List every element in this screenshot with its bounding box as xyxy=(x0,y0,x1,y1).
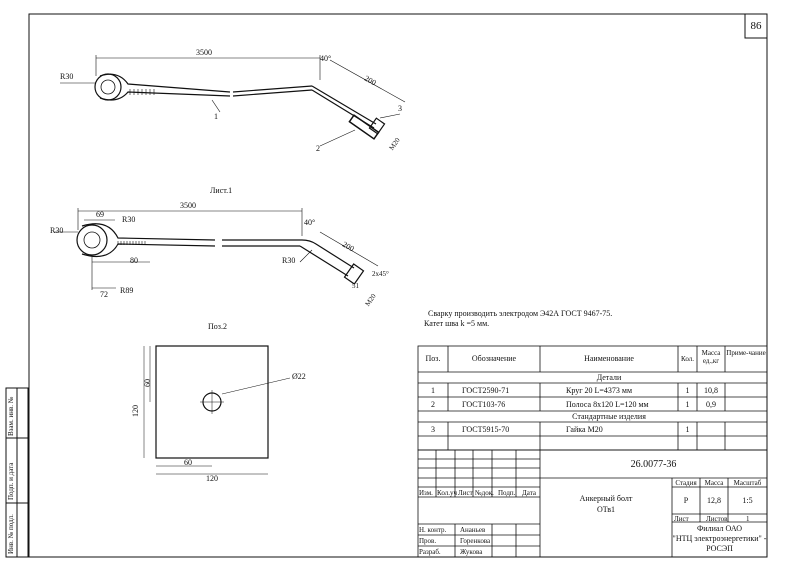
side-stamp-2: Подп. и дата xyxy=(7,462,15,500)
figure1-anchor-bolt xyxy=(94,73,386,140)
spec-row3-designation: ГОСТ5915-70 xyxy=(462,425,510,434)
fig2-radius: R30 xyxy=(50,226,64,235)
spec-row1-qty: 1 xyxy=(685,386,690,395)
role-3: Разраб. xyxy=(419,548,441,556)
side-stamp-3: Инв. № подл. xyxy=(7,514,15,554)
rev-col-date: Дата xyxy=(522,489,536,497)
figure1-dims xyxy=(60,55,406,147)
fig3-dim120h: 120 xyxy=(206,474,218,483)
rev-col-list: Лист xyxy=(458,489,473,497)
rev-col-kol: Кол.уч xyxy=(437,489,457,497)
spec-row1-mass: 10,8 xyxy=(704,386,718,395)
fig3-dim60v: 60 xyxy=(143,379,152,387)
spec-row3-name: Гайка М20 xyxy=(566,425,603,434)
fig2-dim51: 51 xyxy=(352,282,359,290)
spec-row1-designation: ГОСТ2590-71 xyxy=(462,386,510,395)
spec-row2-name: Полоса 8х120 L=120 мм xyxy=(566,400,649,409)
stage-label: Стадия xyxy=(675,479,697,487)
mass-label: Масса xyxy=(704,479,724,487)
stage-value: Р xyxy=(683,496,689,505)
sheets-label: Листов xyxy=(706,515,728,523)
rev-col-doc: №док. xyxy=(475,489,494,497)
spec-section-std: Стандартные изделия xyxy=(572,412,646,421)
scale-value: 1:5 xyxy=(742,496,753,505)
role-2: Пров. xyxy=(419,537,437,545)
spec-header-pos: Поз. xyxy=(425,354,441,363)
spec-section-details: Детали xyxy=(596,373,622,382)
spec-header-mass: Масса ед.,кг xyxy=(701,349,721,365)
spec-row1-name: Круг 20 L=4373 мм xyxy=(566,386,633,395)
doc-title-2: ОТв1 xyxy=(596,505,616,514)
sheets-value: 1 xyxy=(746,515,750,523)
fig2-r89: R89 xyxy=(120,286,134,295)
title-block-grid xyxy=(417,449,768,558)
fig3-dim60h: 60 xyxy=(184,458,192,467)
org-line1: Филиал ОАО xyxy=(696,524,743,533)
spec-header-designation: Обозначение xyxy=(471,354,517,363)
rev-col-izm: Изм. xyxy=(419,489,433,497)
page-number: 86 xyxy=(750,20,762,32)
spec-header-qty: Кол. xyxy=(681,355,694,363)
spec-header-name: Наименование xyxy=(584,354,634,363)
side-stamp-1: Взам. инв. № xyxy=(7,396,15,436)
fig3-caption: Поз.2 xyxy=(208,322,227,331)
fig1-radius: R30 xyxy=(60,72,74,81)
fig2-dim80: 80 xyxy=(130,256,138,265)
spec-row3-pos: 3 xyxy=(431,425,435,434)
person-3: Жукова xyxy=(460,548,483,556)
spec-row2-qty: 1 xyxy=(685,400,690,409)
fig2-length: 3500 xyxy=(180,201,196,210)
note-line1: Сварку производить электродом Э42А ГОСТ … xyxy=(428,309,613,318)
scale-label: Масштаб xyxy=(733,479,762,487)
fig2-offset: 69 xyxy=(96,210,104,219)
note-line2: Катет шва k =5 мм. xyxy=(424,319,490,328)
fig1-caption: Лист.1 xyxy=(210,186,233,195)
org-line2: "НТЦ электроэнергетики" - xyxy=(672,534,767,543)
org-line3: РОСЭП xyxy=(706,544,733,553)
figure2-anchor-bolt xyxy=(76,223,365,285)
figure1-thread-hatch xyxy=(129,89,155,95)
person-1: Ананьев xyxy=(460,526,486,534)
fig1-pos1: 1 xyxy=(214,112,218,121)
rev-col-sign: Подп. xyxy=(498,489,516,497)
fig2-angle: 40° xyxy=(304,218,316,227)
fig1-angle: 40° xyxy=(320,54,332,63)
sheet-label: Лист xyxy=(674,515,689,523)
spec-row2-pos: 2 xyxy=(431,400,435,409)
spec-row3-qty: 1 xyxy=(685,425,690,434)
fig1-pos3: 3 xyxy=(398,104,402,113)
fig3-hole: Ø22 xyxy=(292,372,306,381)
fig2-radius-end: R30 xyxy=(282,256,296,265)
page-number-box xyxy=(744,13,768,39)
role-1: Н. контр. xyxy=(419,526,447,534)
fig2-chamfer: 2х45° xyxy=(372,270,389,278)
fig2-dim72: 72 xyxy=(100,290,108,299)
spec-row1-pos: 1 xyxy=(431,386,435,395)
mass-value: 12,8 xyxy=(707,496,721,505)
figure2-thread-hatch xyxy=(117,241,146,245)
spec-row2-mass: 0,9 xyxy=(706,400,716,409)
spec-row2-designation: ГОСТ103-76 xyxy=(462,400,506,409)
spec-table-grid xyxy=(417,345,768,451)
sheet-frame xyxy=(28,13,768,558)
spec-header-note: Приме-чание xyxy=(726,349,766,357)
person-2: Горенкова xyxy=(460,537,491,545)
fig1-pos2: 2 xyxy=(316,144,320,153)
fig1-length: 3500 xyxy=(196,48,212,57)
fig2-radius-small: R30 xyxy=(122,215,136,224)
doc-title-1: Анкерный болт xyxy=(579,494,633,503)
fig3-dim120v: 120 xyxy=(131,405,140,417)
figure3-plate xyxy=(143,345,291,475)
doc-number: 26.0077-36 xyxy=(630,459,677,470)
figure2-dims xyxy=(54,208,379,290)
